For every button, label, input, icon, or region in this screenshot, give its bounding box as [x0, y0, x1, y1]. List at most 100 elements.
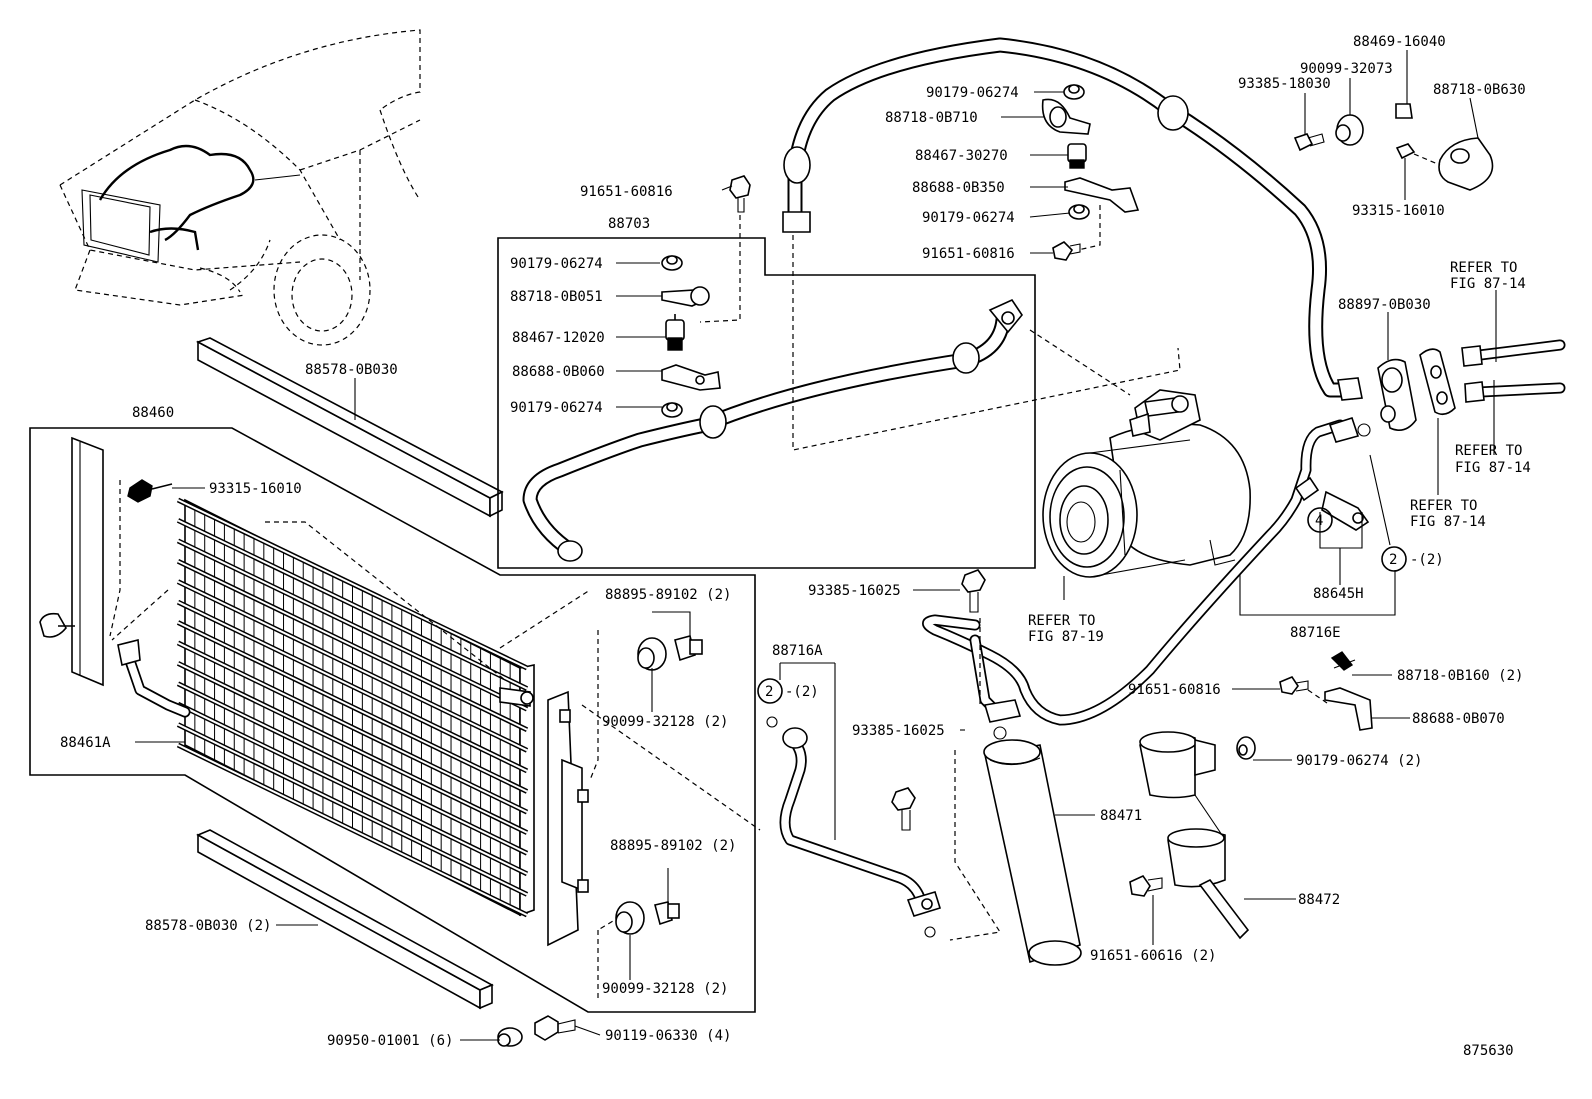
label-88645H: 88645H	[1313, 586, 1364, 602]
condenser-tube-inner	[177, 703, 528, 875]
bolt-93385-16025-lower	[891, 787, 916, 831]
circled-note-4: 4	[1307, 507, 1333, 533]
condenser-tube-inner	[177, 723, 528, 896]
condenser-tube-inner	[177, 519, 528, 690]
label-88895-a: 88895-89102 (2)	[605, 587, 731, 603]
circled-2-right-qty: -(2)	[1410, 552, 1444, 568]
clamp-88718-0B630	[1438, 137, 1494, 191]
condenser-core	[117, 497, 535, 918]
cushion-and-pin-lower	[615, 901, 680, 935]
expansion-valve-88897-0B030	[1377, 348, 1456, 431]
label-refer-87-14-b1: REFER TO	[1455, 443, 1522, 459]
label-refer-87-14-a1: REFER TO	[1450, 260, 1517, 276]
label-91651-mid: 91651-60816	[922, 246, 1015, 262]
o-ring-receiver	[993, 726, 1007, 740]
leader-lines	[135, 50, 1497, 1041]
figure-number: 875630	[1463, 1043, 1514, 1059]
label-90179-a: 90179-06274	[510, 256, 603, 272]
label-88460: 88460	[132, 405, 174, 421]
label-refer-87-19-1: REFER TO	[1028, 613, 1095, 629]
label-88472: 88472	[1298, 892, 1340, 908]
condenser-tube-inner	[177, 539, 528, 711]
label-88578-top: 88578-0B030	[305, 362, 398, 378]
bolt-90119-06330	[534, 1015, 576, 1041]
clamp-88718-0B051	[661, 286, 710, 307]
label-88461A: 88461A	[60, 735, 111, 751]
circled-2-right-text: 2	[1389, 552, 1397, 568]
rubber-seal-top	[195, 337, 504, 518]
label-88718-0B630: 88718-0B630	[1433, 82, 1526, 98]
grommet-90179-06274-d	[1068, 204, 1090, 220]
clip-90950-01001	[497, 1027, 523, 1047]
bracket-88688-0B070	[1324, 687, 1373, 731]
label-88718-0B710: 88718-0B710	[885, 110, 978, 126]
group-88703-outline	[497, 237, 1036, 569]
receiver-drier-88471	[983, 739, 1082, 966]
bolt-91651-60616	[1129, 874, 1163, 897]
bolt-93385-18030	[1293, 133, 1325, 152]
liquid-pipe-88716A	[779, 727, 942, 917]
pipe-cushion-90099-32073	[1335, 114, 1364, 146]
receiver-bracket-88472	[1139, 731, 1250, 940]
bolt-93315-16010-right	[1395, 143, 1416, 160]
o-ring-near-valve	[1357, 423, 1371, 437]
label-88703: 88703	[608, 216, 650, 232]
label-91651-low: 91651-60816	[1128, 682, 1221, 698]
rubber-seal-bottom	[196, 829, 494, 1010]
label-90179-d: 90179-06274	[922, 210, 1015, 226]
label-88718-0B160: 88718-0B160 (2)	[1397, 668, 1523, 684]
liquid-pipe-88716E	[922, 416, 1370, 726]
label-93315-right: 93315-16010	[1352, 203, 1445, 219]
grommet-90179-06274-a	[661, 255, 683, 271]
o-ring-88716A	[766, 716, 778, 728]
condenser-bracket-right	[547, 690, 589, 947]
condenser-tube-inner	[177, 560, 528, 731]
clip-88469-16040	[1395, 103, 1413, 119]
label-93315-left: 93315-16010	[209, 481, 302, 497]
label-88716E: 88716E	[1290, 625, 1341, 641]
label-90179-c: 90179-06274	[926, 85, 1019, 101]
label-88897: 88897-0B030	[1338, 297, 1431, 313]
bolt-93385-16025-upper	[961, 569, 986, 613]
cushion-88467-30270	[1067, 143, 1087, 169]
bolt-93315-16010-left	[127, 479, 173, 503]
condenser-tube-inner	[177, 601, 528, 772]
bolt-91651-60816-mid	[1052, 241, 1081, 261]
condenser-tube-inner	[177, 580, 528, 752]
condenser-tube-inner	[177, 499, 528, 669]
cushion-88467-12020	[665, 314, 685, 351]
label-88895-b: 88895-89102 (2)	[610, 838, 736, 854]
label-88471: 88471	[1100, 808, 1142, 824]
label-90179-b: 90179-06274	[510, 400, 603, 416]
label-88467-12020: 88467-12020	[512, 330, 605, 346]
bracket-88688-0B350	[1064, 177, 1140, 213]
car-overview-illustration	[59, 29, 421, 346]
grommet-90179-06274-e	[1236, 736, 1256, 760]
group-88460-outline	[29, 427, 756, 1013]
evaporator-connector-pipes	[1461, 339, 1566, 403]
label-90950: 90950-01001 (6)	[327, 1033, 453, 1049]
label-88688-0B070: 88688-0B070	[1412, 711, 1505, 727]
circled-note-2-right: 2 -(2)	[1381, 546, 1444, 572]
label-refer-87-19-2: FIG 87-19	[1028, 629, 1104, 645]
label-91651-60616: 91651-60616 (2)	[1090, 948, 1216, 964]
condenser-tube-inner	[177, 662, 528, 834]
grommet-90179-06274-c	[1063, 84, 1085, 100]
circled-note-2-left: 2 -(2)	[757, 678, 819, 704]
condenser-tube-inner	[177, 682, 528, 855]
o-ring-88716A-end	[924, 926, 936, 938]
condenser-tube-inner	[177, 744, 528, 916]
circled-2-left-qty: -(2)	[785, 684, 819, 700]
clamp-88718-0B710	[1041, 98, 1091, 135]
label-93385-16025-a: 93385-16025	[808, 583, 901, 599]
condenser-tube-inner	[177, 621, 528, 793]
label-90099-b: 90099-32128 (2)	[602, 981, 728, 997]
label-88467-30270: 88467-30270	[915, 148, 1008, 164]
label-refer-87-14-c2: FIG 87-14	[1410, 514, 1486, 530]
condenser-bracket-left	[39, 436, 104, 687]
cushion-and-pin-upper	[637, 635, 703, 671]
label-88688-0B350: 88688-0B350	[912, 180, 1005, 196]
condenser-tube-inner	[177, 642, 528, 813]
label-refer-87-14-a2: FIG 87-14	[1450, 276, 1526, 292]
